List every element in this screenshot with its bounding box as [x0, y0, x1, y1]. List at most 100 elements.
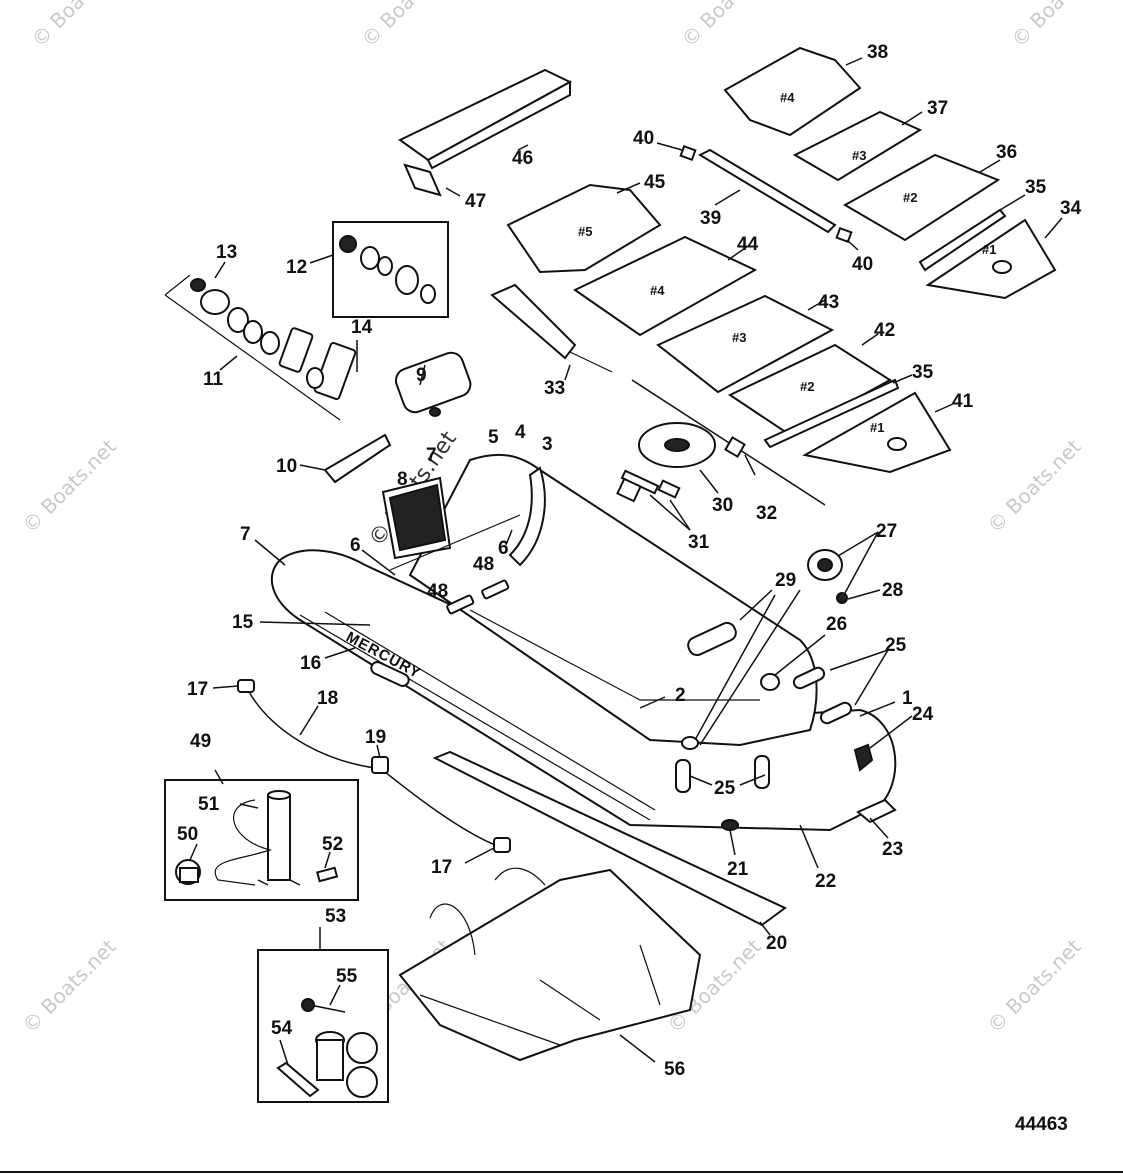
seat-marker: #3 — [732, 330, 746, 345]
callout-6: 6 — [350, 535, 361, 556]
callout-26: 26 — [826, 614, 847, 635]
callout-13: 13 — [216, 242, 237, 263]
upper-seat-set — [723, 46, 1057, 300]
seat-marker: #3 — [852, 148, 866, 163]
callout-7: 7 — [240, 524, 251, 545]
thwart-tube — [679, 144, 853, 244]
seat-marker: #1 — [870, 420, 884, 435]
callout-49: 49 — [190, 731, 211, 752]
callout-31: 31 — [688, 532, 710, 553]
callout-18: 18 — [317, 688, 338, 709]
callout-35: 35 — [1025, 177, 1047, 198]
callout-29: 29 — [775, 570, 796, 591]
callout-25: 25 — [714, 778, 736, 799]
seat-marker: #2 — [903, 190, 917, 205]
callout-6: 6 — [498, 538, 509, 559]
valve-assembly-11 — [164, 274, 357, 421]
watermark: © Boats.net — [982, 434, 1085, 537]
callout-22: 22 — [815, 871, 836, 892]
callout-labels: 1 2 3 4 5 6 6 7 7 8 9 10 11 12 13 14 15 … — [177, 42, 1082, 1080]
drain-plug — [807, 549, 848, 604]
callout-33: 33 — [544, 378, 565, 399]
seat-marker: #4 — [650, 283, 665, 298]
callout-17: 17 — [431, 857, 452, 878]
callout-21: 21 — [727, 859, 749, 880]
cover-plate — [394, 351, 472, 417]
callout-34: 34 — [1060, 198, 1082, 219]
callout-27: 27 — [876, 521, 897, 542]
watermark: © Boats.net — [1007, 0, 1110, 52]
leader-lines — [189, 57, 1063, 1066]
callout-9: 9 — [416, 365, 427, 386]
seat-markers: #4 #3 #2 #1 #5 #4 #3 #2 #1 — [578, 90, 996, 435]
callout-11: 11 — [203, 369, 224, 390]
callout-8: 8 — [397, 469, 408, 490]
watermark: © Boats.net — [17, 934, 120, 1037]
seat-marker: #5 — [578, 224, 592, 239]
bracket-10 — [323, 433, 392, 484]
callout-45: 45 — [644, 172, 666, 193]
callout-30: 30 — [712, 495, 733, 516]
callout-48: 48 — [427, 581, 448, 602]
watermark: © Boats.net — [357, 0, 460, 52]
callout-35: 35 — [912, 362, 934, 383]
carry-bag — [398, 867, 702, 1062]
callout-28: 28 — [882, 580, 903, 601]
painter-line — [237, 679, 511, 853]
callout-3: 3 — [542, 434, 553, 455]
callout-46: 46 — [512, 148, 533, 169]
callout-37: 37 — [927, 98, 948, 119]
callout-48: 48 — [473, 554, 494, 575]
callout-12: 12 — [286, 257, 307, 278]
seat-marker: #4 — [780, 90, 795, 105]
callout-53: 53 — [325, 906, 346, 927]
lower-seat-set — [506, 183, 952, 474]
callout-19: 19 — [365, 727, 386, 748]
callout-10: 10 — [276, 456, 297, 477]
callout-17: 17 — [187, 679, 208, 700]
callout-38: 38 — [867, 42, 888, 63]
callout-32: 32 — [756, 503, 777, 524]
watermark: © Boats.net — [677, 0, 780, 52]
oarlock — [616, 422, 716, 503]
keel-strip — [432, 750, 787, 927]
boat-hull: MERCURY — [270, 453, 897, 832]
callout-40: 40 — [633, 128, 654, 149]
callout-56: 56 — [664, 1059, 685, 1080]
callout-39: 39 — [700, 208, 721, 229]
callout-43: 43 — [818, 292, 839, 313]
watermark: © Boats.net — [27, 0, 130, 52]
callout-47: 47 — [465, 191, 486, 212]
callout-55: 55 — [336, 966, 358, 987]
callout-50: 50 — [177, 824, 198, 845]
repair-kit — [257, 949, 389, 1103]
callout-25: 25 — [885, 635, 907, 656]
watermark: © Boats.net — [17, 434, 120, 537]
callout-42: 42 — [874, 320, 895, 341]
callout-44: 44 — [737, 234, 759, 255]
callout-54: 54 — [271, 1018, 293, 1039]
seat-marker: #1 — [982, 242, 996, 257]
callout-40: 40 — [852, 254, 873, 275]
figure-number: 44463 — [1015, 1114, 1068, 1135]
callout-16: 16 — [300, 653, 321, 674]
callout-15: 15 — [232, 612, 254, 633]
callout-24: 24 — [912, 704, 934, 725]
watermark: © Boats.net — [982, 934, 1085, 1037]
callout-51: 51 — [198, 794, 220, 815]
callout-41: 41 — [952, 391, 974, 412]
callout-2: 2 — [675, 685, 686, 706]
valve-kit-12 — [332, 221, 449, 318]
callout-52: 52 — [322, 834, 343, 855]
callout-36: 36 — [996, 142, 1017, 163]
pump-kit — [164, 779, 359, 901]
callout-23: 23 — [882, 839, 903, 860]
callout-1: 1 — [902, 688, 913, 709]
oars — [490, 283, 826, 506]
callout-7: 7 — [426, 445, 437, 466]
seat-marker: #2 — [800, 379, 814, 394]
callout-5: 5 — [488, 427, 499, 448]
callout-4: 4 — [515, 422, 526, 443]
transom-bracket — [398, 68, 573, 197]
